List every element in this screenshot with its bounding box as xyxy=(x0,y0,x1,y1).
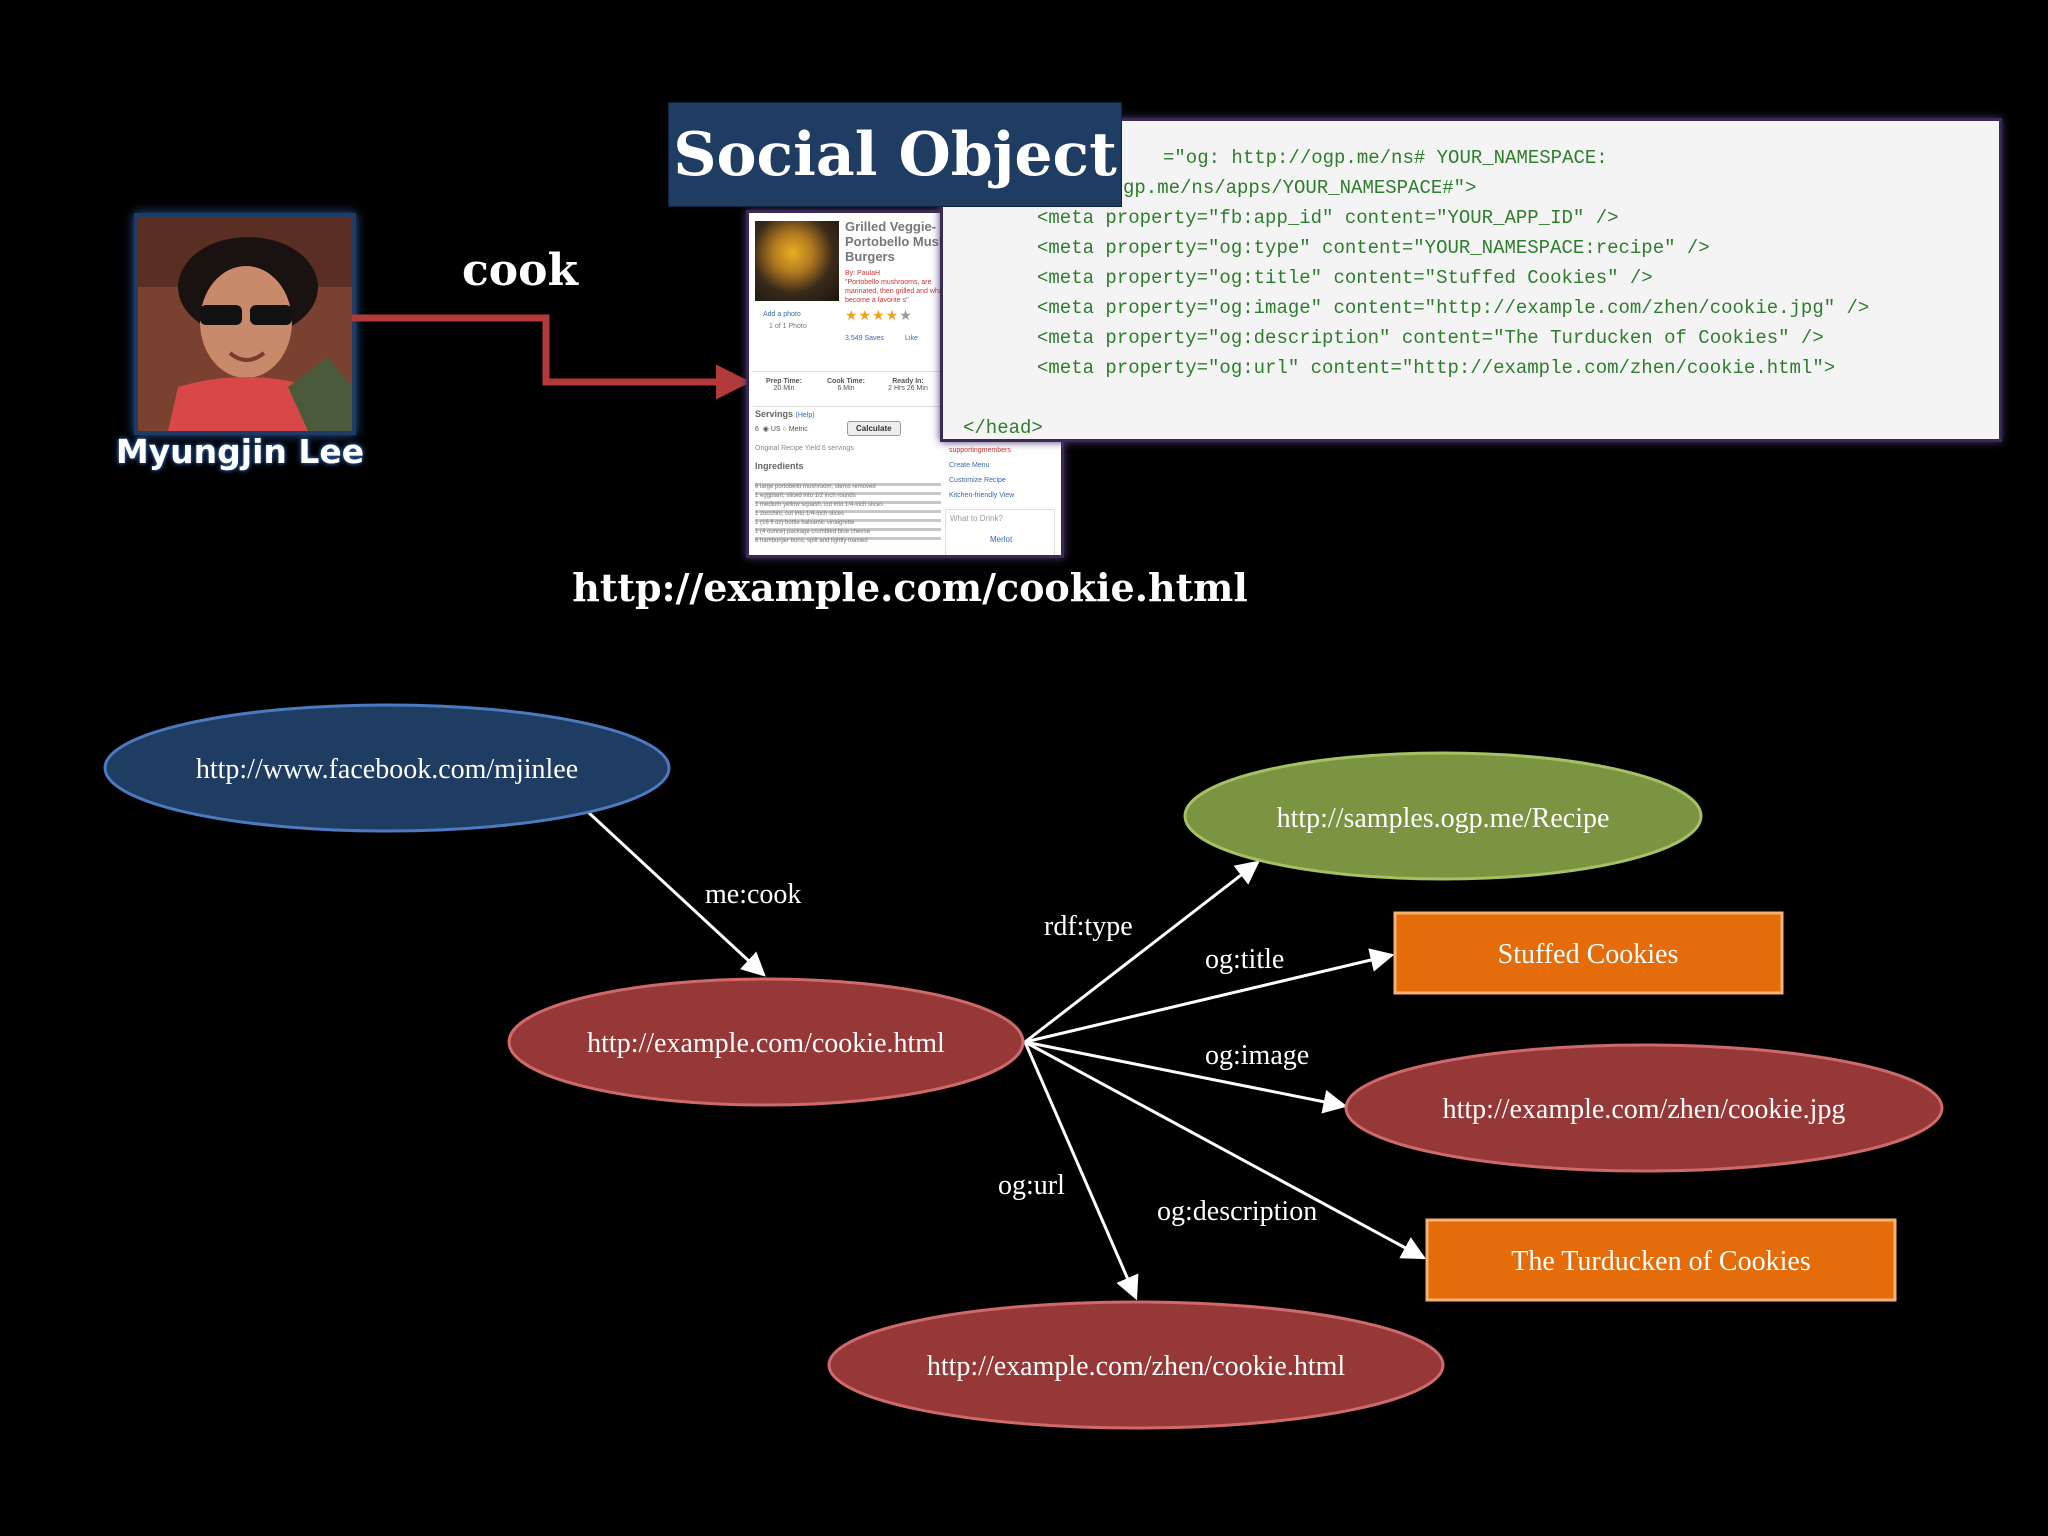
edge-label-image: og:image xyxy=(1205,1040,1309,1071)
code-snippet: ="og: http://ogp.me/ns# YOUR_NAMESPACE:g… xyxy=(940,118,2002,442)
ingredient-line: 1 eggplant, sliced into 1/2 inch rounds xyxy=(755,492,941,499)
prep-time: Prep Time:20 Min xyxy=(765,378,803,392)
edge-label-type: rdf:type xyxy=(1044,911,1133,942)
code-line: gp.me/ns/apps/YOUR_NAMESPACE#"> xyxy=(1123,177,1477,199)
rating-stars: ★★★★★ xyxy=(845,307,913,323)
like-button[interactable]: Like xyxy=(905,335,918,342)
edge-url xyxy=(1023,1041,1139,1301)
node-image-label: http://example.com/zhen/cookie.jpg xyxy=(1443,1094,1846,1125)
ingredient-line: 6 hamburger buns, split and lightly toas… xyxy=(755,537,941,544)
calculate-button[interactable]: Calculate xyxy=(847,421,901,436)
code-line xyxy=(963,383,1999,413)
social-object-title: Social Object xyxy=(668,102,1122,207)
recipe-times: Prep Time:20 Min Cook Time:6 Min Ready In:… xyxy=(753,371,943,407)
ingredient-line: 1 zucchini, cut into 1/4-inch slices xyxy=(755,510,941,517)
node-person xyxy=(103,703,671,833)
person-name: Myungjin Lee xyxy=(115,432,365,471)
ingredient-line: 1 medium yellow squash, cut into 1/4-inc… xyxy=(755,501,941,508)
object-url: http://example.com/cookie.html xyxy=(572,565,1248,610)
customize-recipe-link[interactable]: Customize Recipe xyxy=(949,477,1006,484)
recipe-photo xyxy=(755,221,839,301)
verb-label: cook xyxy=(462,245,578,296)
node-object-label: http://example.com/cookie.html xyxy=(587,1028,945,1059)
edge-type xyxy=(1024,860,1260,1044)
supporting-members: supportingmembers xyxy=(949,447,1011,454)
node-image xyxy=(1344,1043,1944,1173)
recipe-title: Grilled Veggie-Portobello Mush Burgers xyxy=(845,219,947,264)
edge-label-cook: me:cook xyxy=(705,879,801,910)
cook-time: Cook Time:6 Min xyxy=(827,378,865,392)
ingredient-line: 6 large portobello mushroom, stems remov… xyxy=(755,483,941,490)
code-line: <meta property="og:description" content=… xyxy=(1037,327,1824,349)
recipe-author: By: PaulaH"Portobello mushrooms, are mar… xyxy=(845,270,950,304)
node-description-label: The Turducken of Cookies xyxy=(1511,1246,1810,1277)
merlot-link[interactable]: Merlot xyxy=(990,535,1013,544)
code-line: <meta property="og:title" content="Stuff… xyxy=(1037,267,1653,289)
create-menu-link[interactable]: Create Menu xyxy=(949,462,990,469)
code-line: <meta property="og:type" content="YOUR_N… xyxy=(1037,237,1710,259)
edge-label-title: og:title xyxy=(1205,944,1284,975)
saves-count: 3,549 Saves xyxy=(845,335,884,342)
original-yield: Original Recipe Yield 6 servings xyxy=(755,445,854,452)
edge-title xyxy=(1024,948,1395,1044)
servings-value: 6 ◉ US ○ Metric xyxy=(755,426,808,433)
code-line: <meta property="og:url" content="http://… xyxy=(1037,357,1836,379)
recipe-side-menu: supportingmembers Create Menu Customize … xyxy=(949,443,1055,503)
node-url-label: http://example.com/zhen/cookie.html xyxy=(927,1351,1346,1382)
code-line: <meta property="og:image" content="http:… xyxy=(1037,297,1870,319)
ingredient-line: 1 (16 fl oz) bottle balsamic vinaigrette xyxy=(755,519,941,526)
node-recipe-type xyxy=(1183,751,1703,881)
node-title xyxy=(1393,911,1784,995)
code-line: ="og: http://ogp.me/ns# YOUR_NAMESPACE: xyxy=(1163,147,1608,169)
what-to-drink-label: What to Drink? xyxy=(950,514,1003,523)
ingredient-line: 1 (4 ounce) package crumbled blue cheese xyxy=(755,528,941,535)
what-to-drink: What to Drink? Merlot xyxy=(945,509,1055,555)
node-description xyxy=(1425,1218,1897,1302)
node-title-label: Stuffed Cookies xyxy=(1498,939,1679,970)
edge-description xyxy=(1024,1040,1427,1260)
avatar xyxy=(134,213,356,435)
servings-label: Servings (Help) xyxy=(755,409,815,419)
cook-arrow xyxy=(352,314,751,400)
ingredients-heading: Ingredients xyxy=(755,461,804,471)
person-photo xyxy=(138,217,352,431)
node-recipe-type-label: http://samples.ogp.me/Recipe xyxy=(1277,803,1610,834)
node-url xyxy=(827,1300,1445,1430)
edge-label-url: og:url xyxy=(998,1170,1065,1201)
code-line: <meta property="fb:app_id" content="YOUR… xyxy=(1037,207,1619,229)
photo-count: 1 of 1 Photo xyxy=(769,323,807,330)
edge-label-description: og:description xyxy=(1157,1196,1317,1227)
add-photo-link[interactable]: Add a photo xyxy=(763,311,801,318)
edge-cook xyxy=(586,810,766,977)
ready-in: Ready In:2 Hrs 26 Min xyxy=(888,378,928,392)
node-object xyxy=(507,977,1025,1107)
kitchen-view-link[interactable]: Kitchen-friendly View xyxy=(949,492,1015,499)
edge-image xyxy=(1024,1040,1348,1114)
ingredient-list: 6 large portobello mushroom, stems remov… xyxy=(755,477,941,546)
code-line: </head> xyxy=(963,417,1043,439)
node-person-label: http://www.facebook.com/mjinlee xyxy=(196,754,578,785)
